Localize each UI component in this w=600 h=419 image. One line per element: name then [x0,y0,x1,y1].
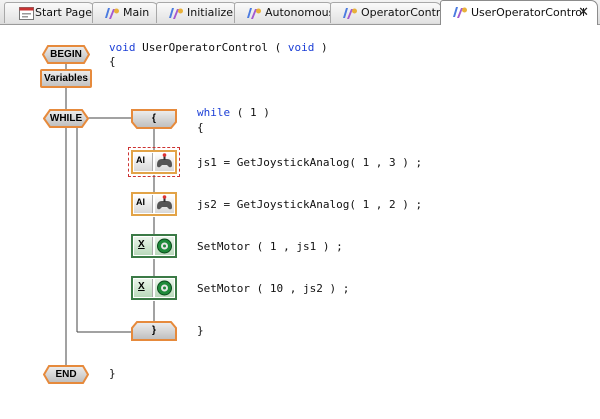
code-line-2: js2 = GetJoystickAnalog( 1 , 2 ) ; [197,198,423,211]
get-joystick-block-1[interactable]: AI [128,147,180,177]
tab-initialize[interactable]: Initialize [156,2,238,23]
joystick-icon [155,153,174,171]
code-line-3: SetMotor ( 1 , js1 ) ; [197,240,343,253]
joystick-icon [155,195,174,213]
function-icon [247,8,261,19]
function-signature: void UserOperatorControl ( void ) [109,41,328,54]
x-label: X [138,281,145,292]
function-icon [343,8,357,19]
variable-x-badge: X [134,279,153,297]
function-open-brace: { [109,55,116,68]
while-condition: ( 1 ) [230,106,270,119]
tab-operator-control[interactable]: OperatorControl [330,2,450,23]
keyword-void: void [287,41,315,54]
tab-bar: Start Page Main Initialize Autonomous [0,0,600,25]
open-brace-label: { [152,113,156,124]
motor-icon [155,279,174,297]
keyword-while: while [197,106,231,119]
variable-x-badge: X [134,237,153,255]
while-open-brace: { [197,121,204,134]
x-label: X [138,239,145,250]
end-block[interactable]: END [43,365,89,384]
begin-label: BEGIN [50,49,82,60]
while-block-shape [43,109,89,128]
close-tab-icon[interactable]: ✕ [578,5,589,20]
signature-end: ) [314,41,328,54]
loop-close-brace-block[interactable]: } [131,321,177,341]
function-close-brace: } [109,367,116,380]
ai-badge: AI [134,153,153,171]
while-block[interactable]: WHILE [43,109,89,128]
tab-label: Main [123,6,150,19]
ai-badge: AI [134,195,153,213]
tab-label: Initialize [187,6,234,19]
flow-wires [65,62,155,365]
tab-main[interactable]: Main [92,2,159,23]
tab-label: Start Page [35,6,92,19]
variables-block[interactable]: Variables [40,69,92,88]
tab-label: Autonomous [265,6,335,19]
flowchart-canvas: BEGIN Variables WHILE { AI AI [0,25,600,419]
function-icon [105,8,119,19]
brace-block-shape [131,321,177,341]
get-joystick-block-2[interactable]: AI [131,192,177,216]
end-block-shape [43,365,89,384]
function-icon [453,7,467,18]
function-name: UserOperatorControl ( [135,41,288,54]
set-motor-block-1[interactable]: X [131,234,177,258]
start-page-icon [19,7,34,20]
ai-label: AI [136,197,145,207]
loop-open-brace-block[interactable]: { [131,109,177,129]
close-brace-label: } [152,325,156,336]
keyword-void: void [109,41,136,54]
tab-label: OperatorControl [361,6,450,19]
tab-autonomous[interactable]: Autonomous [234,2,334,23]
while-close-brace: } [197,324,204,337]
while-statement: while ( 1 ) [197,106,270,119]
tab-label: UserOperatorControl [471,6,586,19]
begin-block-shape [42,45,90,64]
while-label: WHILE [49,113,83,124]
ai-label: AI [136,155,145,165]
function-icon [169,8,183,19]
brace-block-shape [131,109,177,129]
motor-icon [155,237,174,255]
tab-user-operator-control[interactable]: UserOperatorControl ✕ [440,0,598,25]
set-motor-block-2[interactable]: X [131,276,177,300]
end-label: END [55,369,77,380]
begin-block[interactable]: BEGIN [42,45,90,64]
code-line-1: js1 = GetJoystickAnalog( 1 , 3 ) ; [197,156,423,169]
tab-start-page[interactable]: Start Page [4,2,95,23]
code-line-4: SetMotor ( 10 , js2 ) ; [197,282,350,295]
